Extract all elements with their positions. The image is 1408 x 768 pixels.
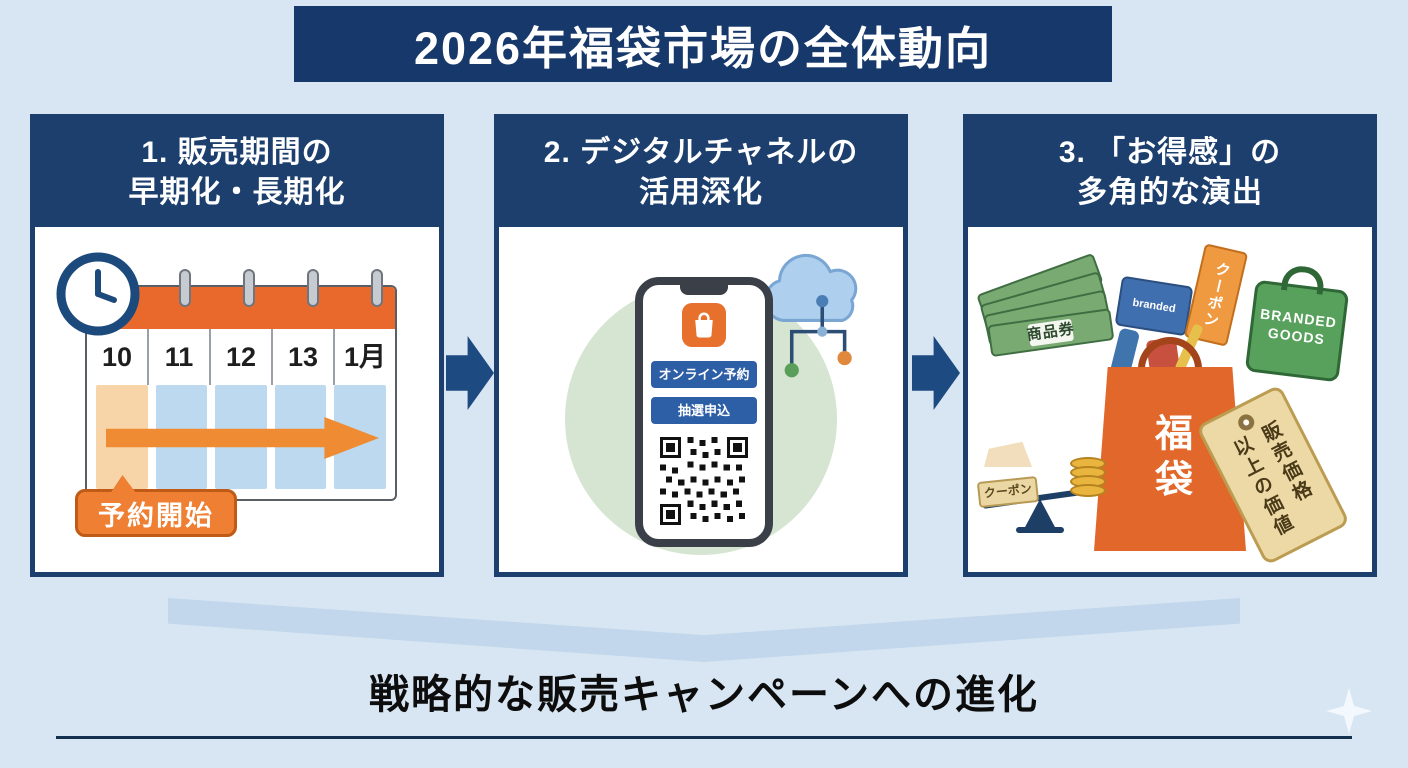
card3-body: 商品券 branded クーポン BRANDED GOODS: [968, 227, 1372, 572]
calendar-month: 11: [149, 329, 211, 385]
card-sales-period: 1. 販売期間の 早期化・長期化 10 11: [30, 114, 444, 577]
card-digital-channel: 2. デジタルチャネルの 活用深化: [494, 114, 908, 577]
page-title: 2026年福袋市場の全体動向: [413, 22, 993, 74]
bag-handle-icon: [1280, 263, 1326, 295]
calendar-month-row: 10 11 12 13 1月: [87, 329, 395, 385]
lottery-entry-button: 抽選申込: [651, 397, 757, 424]
conclusion-text: 戦略的な販売キャンペーンへの進化: [369, 673, 1039, 717]
flow-arrow-2-icon: [912, 336, 960, 410]
branded-goods-bag: BRANDED GOODS: [1244, 263, 1350, 383]
binder-ring-icon: [243, 269, 255, 307]
network-nodes-icon: [751, 293, 863, 415]
clock-icon: [55, 251, 141, 337]
balance-scale-base-icon: [1016, 527, 1064, 533]
calendar-month: 13: [273, 329, 335, 385]
card1-title-line2: 早期化・長期化: [128, 176, 346, 209]
branded-card-label: branded: [1131, 296, 1177, 316]
binder-ring-icon: [179, 269, 191, 307]
card3-title-line1: 3. 「お得感」の: [1058, 135, 1282, 169]
shopping-app-icon: [682, 303, 726, 347]
reservation-start-bubble: 予約開始: [75, 475, 237, 537]
card2-header: 2. デジタルチャネルの 活用深化: [499, 119, 903, 227]
calendar-month: 12: [211, 329, 273, 385]
lucky-bag-label: 福袋: [1148, 413, 1191, 505]
coupon-ticket-label: クーポン: [1200, 259, 1232, 331]
gift-certificate-stack: 商品券: [976, 252, 1128, 386]
balance-scale-fulcrum-icon: [1024, 499, 1056, 529]
smartphone: オンライン予約 抽選申込: [635, 277, 773, 547]
card-value-presentation: 3. 「お得感」の 多角的な演出 商品券 branded クーポン: [963, 114, 1377, 577]
phone-notch: [680, 284, 728, 295]
card2-body: オンライン予約 抽選申込: [499, 227, 903, 572]
reservation-start-label: 予約開始: [98, 500, 214, 531]
branded-card: branded: [1114, 275, 1194, 337]
qr-code-icon: [660, 437, 748, 525]
wedge-icon: [984, 441, 1032, 467]
online-reservation-button: オンライン予約: [651, 361, 757, 388]
calendar-month: 10: [87, 329, 149, 385]
binder-ring-icon: [371, 269, 383, 307]
coin-stack-icon: [1070, 457, 1110, 503]
card3-title-line2: 多角的な演出: [1077, 176, 1263, 209]
title-banner: 2026年福袋市場の全体動向: [294, 6, 1112, 82]
branded-goods-label: BRANDED GOODS: [1252, 305, 1344, 350]
footer-divider: [56, 736, 1352, 739]
lucky-bag-handle-icon: [1138, 337, 1202, 379]
card1-body: 10 11 12 13 1月 予約開始: [35, 227, 439, 572]
binder-ring-icon: [307, 269, 319, 307]
scale-coupon-tag: クーポン: [976, 475, 1040, 509]
card1-title-line1: 1. 販売期間の: [141, 135, 333, 169]
coin-icon: [1070, 484, 1106, 497]
card2-title-line1: 2. デジタルチャネルの: [543, 135, 859, 169]
calendar-month: 1月: [343, 342, 387, 372]
card3-header: 3. 「お得感」の 多角的な演出: [968, 119, 1372, 227]
flow-arrow-1-icon: [446, 336, 494, 410]
card2-title-line2: 活用深化: [639, 176, 763, 209]
converge-arrow-icon: [168, 598, 1240, 662]
calendar: 10 11 12 13 1月: [85, 269, 397, 501]
card1-header: 1. 販売期間の 早期化・長期化: [35, 119, 439, 227]
